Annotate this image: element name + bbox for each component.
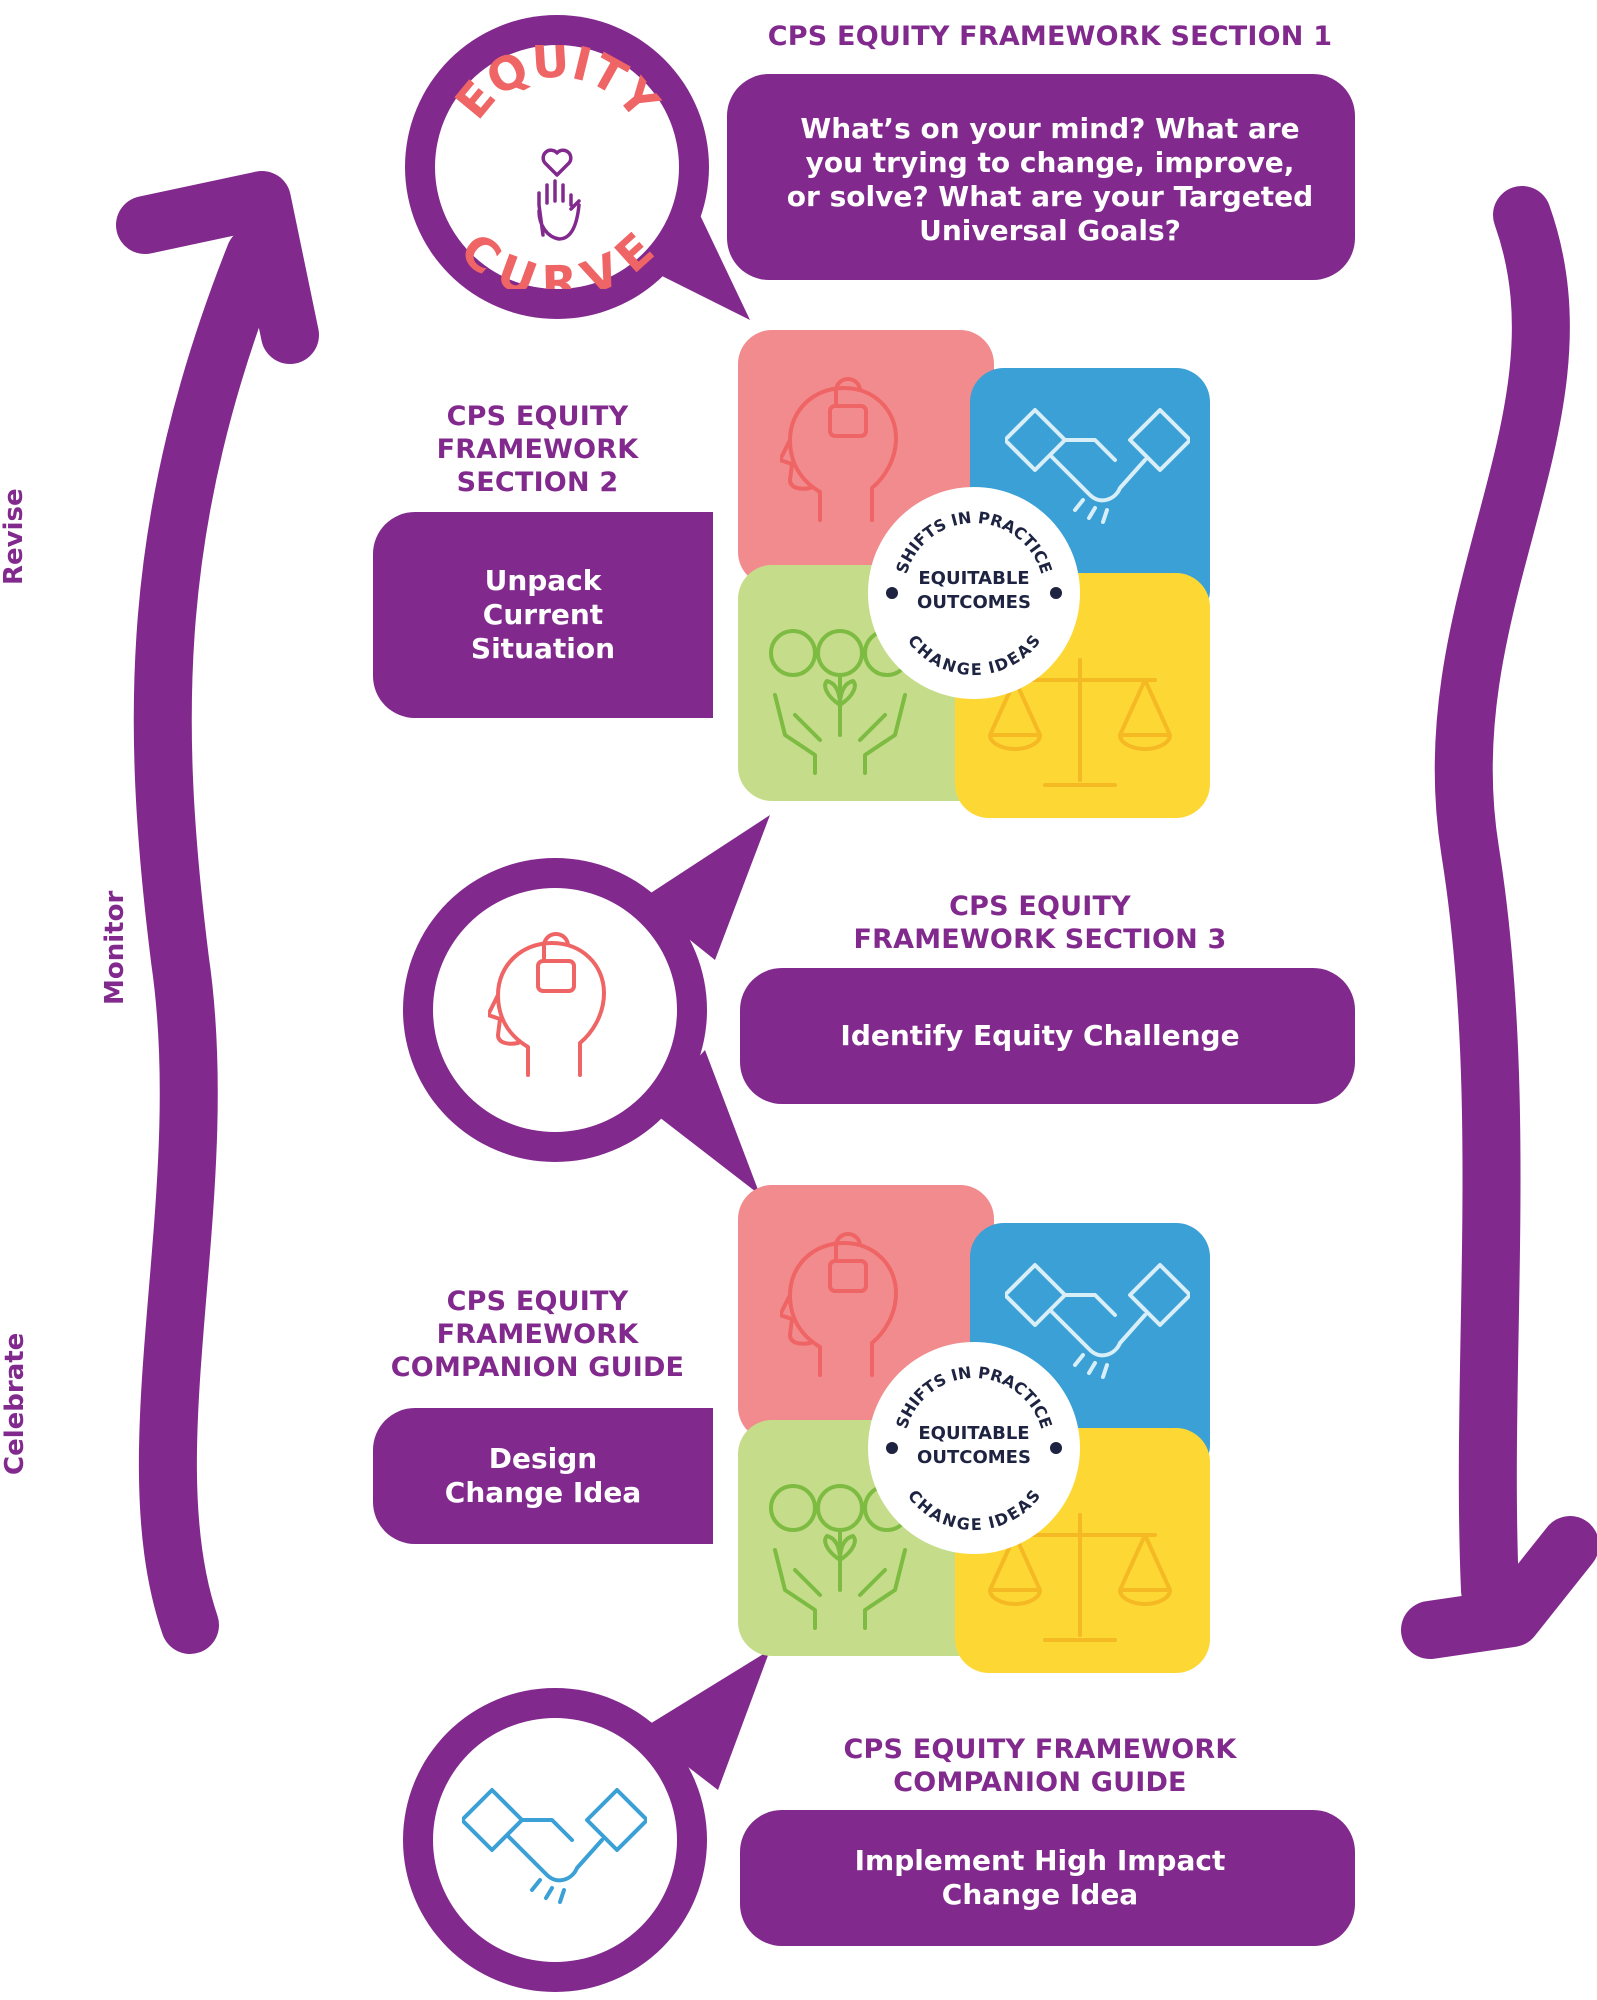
step4-box: Design Change Idea (373, 1408, 713, 1544)
step5-line: Implement High Impact (854, 1844, 1226, 1877)
step3-heading: CPS EQUITY FRAMEWORK SECTION 3 (760, 890, 1320, 956)
step2-heading-line: CPS EQUITY (446, 401, 629, 432)
balance-scale-icon (988, 1513, 1172, 1642)
step2-line: Current (482, 598, 604, 631)
badge-ring: SHIFTS IN PRACTICE CHANGE IDEAS (886, 1363, 1062, 1534)
badge-circle: SHIFTS IN PRACTICE CHANGE IDEAS EQUITABL… (868, 487, 1080, 699)
badge-middle: EQUITABLE OUTCOMES (868, 1422, 1080, 1470)
step1-heading: CPS EQUITY FRAMEWORK SECTION 1 (767, 21, 1333, 52)
badge-bottom-text: CHANGE IDEAS (904, 631, 1044, 679)
heart-icon (541, 148, 573, 177)
logo-top-text: EQUITY (444, 45, 669, 129)
badge-top-arc: SHIFTS IN PRACTICE (892, 508, 1056, 576)
people-growth-icon (769, 1484, 911, 1630)
side-label-monitor: Monitor (100, 890, 130, 1005)
badge-middle-line: OUTCOMES (917, 1447, 1031, 1468)
step1-line: or solve? What are your Targeted (786, 180, 1314, 213)
step2-line: Unpack (484, 564, 602, 597)
step3-line: Identify Equity Challenge (840, 1019, 1240, 1052)
step4-heading-line: FRAMEWORK (436, 1319, 639, 1350)
left-arrowhead (116, 171, 319, 364)
step4-line: Change Idea (444, 1476, 642, 1509)
badge-bottom-text: CHANGE IDEAS (904, 1486, 1044, 1534)
right-cycle-arrow (1434, 186, 1570, 1619)
step1-line: Universal Goals? (919, 214, 1181, 247)
raised-hand-icon (537, 179, 581, 241)
step5-line: Change Idea (941, 1878, 1139, 1911)
head-lock-icon (488, 932, 606, 1077)
head-lock-icon (780, 1232, 898, 1377)
step2-line: Situation (470, 632, 616, 665)
logo-word-bottom: CURVE (450, 222, 664, 289)
equity-curve-logo: EQUITY CURVE (444, 45, 669, 289)
badge-ring: SHIFTS IN PRACTICE CHANGE IDEAS (886, 508, 1062, 679)
side-label-celebrate: Celebrate (0, 1332, 30, 1475)
badge-middle-line: EQUITABLE (918, 568, 1030, 589)
step4-line: Design (488, 1442, 598, 1475)
handshake-icon (1005, 408, 1190, 524)
badge-middle: EQUITABLE OUTCOMES (868, 567, 1080, 615)
step2-heading: CPS EQUITY FRAMEWORK SECTION 2 (375, 400, 700, 499)
step5-box: Implement High Impact Change Idea (760, 1810, 1320, 1946)
handshake-icon (1005, 1263, 1190, 1379)
logo-word-top: EQUITY (444, 45, 669, 129)
badge-bottom-arc: CHANGE IDEAS (904, 631, 1044, 679)
balance-scale-icon (988, 658, 1172, 787)
step4-heading: CPS EQUITY FRAMEWORK COMPANION GUIDE (365, 1285, 710, 1384)
badge-middle-line: OUTCOMES (917, 592, 1031, 613)
side-label-revise: Revise (0, 488, 29, 585)
step1-box: What’s on your mind? What are you trying… (760, 90, 1340, 270)
step3-box: Identify Equity Challenge (760, 968, 1320, 1104)
left-cycle-arrow (133, 226, 284, 1654)
step1-line: What’s on your mind? What are (800, 112, 1300, 145)
logo-bottom-text: CURVE (450, 222, 664, 289)
step5-heading: CPS EQUITY FRAMEWORK COMPANION GUIDE (760, 1733, 1320, 1799)
step2-heading-line: FRAMEWORK (436, 434, 639, 465)
head-lock-icon (780, 377, 898, 522)
badge-top-text: SHIFTS IN PRACTICE (892, 1363, 1056, 1431)
step3-heading-line: CPS EQUITY (949, 891, 1131, 922)
badge-circle: SHIFTS IN PRACTICE CHANGE IDEAS EQUITABL… (868, 1342, 1080, 1554)
step2-box: Unpack Current Situation (373, 512, 713, 718)
step4-heading-line: COMPANION GUIDE (390, 1352, 685, 1383)
handshake-icon (462, 1788, 647, 1904)
step2-heading-line: SECTION 2 (456, 467, 619, 498)
right-arrowhead (1401, 1516, 1597, 1659)
step3-heading-line: FRAMEWORK SECTION 3 (853, 924, 1227, 955)
badge-top-arc: SHIFTS IN PRACTICE (892, 1363, 1056, 1431)
badge-bottom-arc: CHANGE IDEAS (904, 1486, 1044, 1534)
badge-middle-line: EQUITABLE (918, 1423, 1030, 1444)
step5-heading-line: CPS EQUITY FRAMEWORK (843, 1734, 1237, 1765)
badge-top-text: SHIFTS IN PRACTICE (892, 508, 1056, 576)
step5-heading-line: COMPANION GUIDE (893, 1767, 1187, 1798)
step1-line: you trying to change, improve, (805, 146, 1295, 179)
step4-heading-line: CPS EQUITY (446, 1286, 629, 1317)
